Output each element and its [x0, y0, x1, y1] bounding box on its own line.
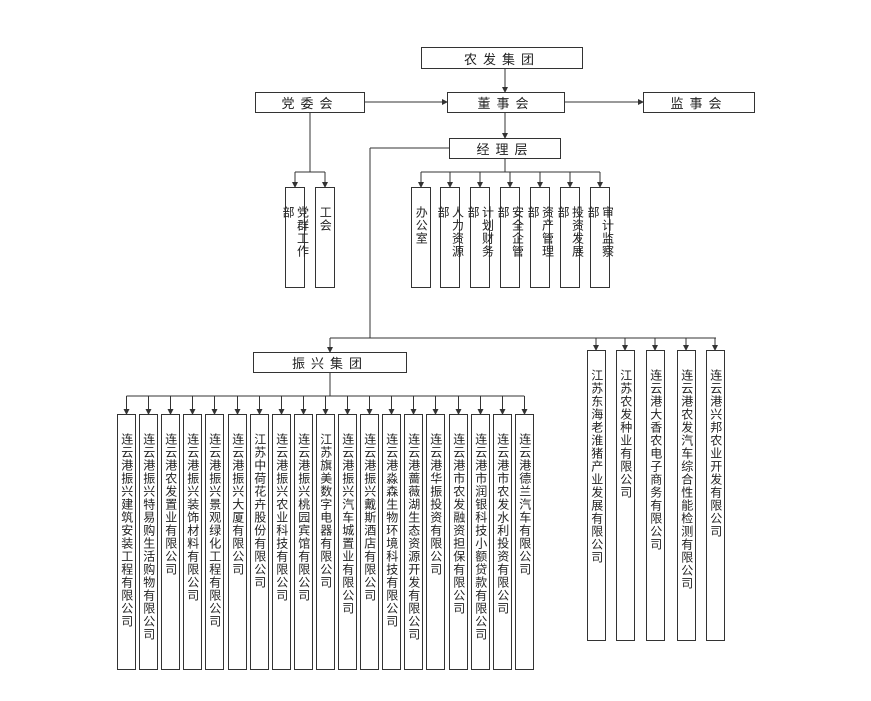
node-department-4: 安全企管部 [496, 187, 525, 288]
node-supervisory-board-label: 监事会 [670, 97, 728, 112]
node-group-company-7: 江苏中荷花卉股份有限公司 [250, 414, 269, 670]
node-group-company-6: 连云港振兴大厦有限公司 [228, 414, 247, 670]
node-group-company-5: 连云港振兴景观绿化工程有限公司 [205, 414, 224, 670]
node-group-company-11: 连云港振兴汽车城置业有限公司 [338, 414, 357, 670]
node-direct-company-3: 连云港大香农电子商务有限公司 [646, 350, 665, 641]
node-group-company-11-label: 连云港振兴汽车城置业有限公司 [340, 433, 355, 615]
node-group-company-13-label: 连云港淼森生物环境科技有限公司 [384, 433, 399, 628]
node-direct-company-2: 江苏农发种业有限公司 [616, 350, 635, 641]
node-group-company-17: 连云港市润银科技小额贷款有限公司 [471, 414, 490, 670]
node-group-company-14: 连云港蔷薇湖生态资源开发有限公司 [404, 414, 423, 670]
node-party-affairs-dept-label: 党群工作部 [281, 206, 310, 258]
node-direct-company-5-label: 连云港兴邦农业开发有限公司 [708, 369, 723, 538]
node-group-company-9-label: 连云港振兴桃园宾馆有限公司 [296, 433, 311, 602]
node-department-7: 审计监察部 [586, 187, 615, 288]
node-management-label: 经理层 [476, 143, 534, 158]
node-group-company-18: 连云港市农发水利投资有限公司 [493, 414, 512, 670]
node-group-company-4: 连云港振兴装饰材料有限公司 [183, 414, 202, 670]
node-board-label: 董事会 [477, 97, 535, 112]
node-direct-company-3-label: 连云港大香农电子商务有限公司 [648, 369, 663, 551]
node-department-6: 投资发展部 [556, 187, 585, 288]
node-group-company-18-label: 连云港市农发水利投资有限公司 [495, 433, 510, 615]
node-labor-union: 工会 [315, 187, 335, 288]
node-group-company-1-label: 连云港振兴建筑安装工程有限公司 [119, 433, 134, 628]
node-group-company-15-label: 连云港华振投资有限公司 [428, 433, 443, 576]
node-group-company-8-label: 连云港振兴农业科技有限公司 [274, 433, 289, 602]
node-group-hq: 农发集团 [421, 47, 583, 69]
node-group-company-15: 连云港华振投资有限公司 [426, 414, 445, 670]
node-department-3: 计划财务部 [466, 187, 495, 288]
node-department-5: 资产管理部 [526, 187, 555, 288]
node-group-company-3-label: 连云港农发置业有限公司 [163, 433, 178, 576]
node-group-company-1: 连云港振兴建筑安装工程有限公司 [117, 414, 136, 670]
node-group-company-2-label: 连云港振兴特易购生活购物有限公司 [141, 433, 156, 641]
node-department-2-label: 人力资源部 [436, 206, 465, 258]
node-supervisory-board: 监事会 [643, 92, 755, 113]
node-group-company-16: 连云港市农发融资担保有限公司 [449, 414, 468, 670]
node-group-company-12: 连云港振兴戴斯酒店有限公司 [360, 414, 379, 670]
node-group-company-10-label: 江苏旗美数字电器有限公司 [318, 433, 333, 589]
node-department-5-label: 资产管理部 [526, 206, 555, 258]
node-department-6-label: 投资发展部 [556, 206, 585, 258]
node-group-hq-label: 农发集团 [463, 52, 540, 68]
connector-lines [123, 69, 718, 415]
node-department-1-label: 办公室 [414, 206, 429, 245]
node-group-company-6-label: 连云港振兴大厦有限公司 [230, 433, 245, 576]
node-zhenxing-group: 振兴集团 [253, 352, 407, 373]
node-group-company-17-label: 连云港市润银科技小额贷款有限公司 [473, 433, 488, 641]
node-group-company-2: 连云港振兴特易购生活购物有限公司 [139, 414, 158, 670]
node-department-3-label: 计划财务部 [466, 206, 495, 258]
node-direct-company-1: 江苏东海老淮猪产业发展有限公司 [587, 350, 606, 641]
node-direct-company-5: 连云港兴邦农业开发有限公司 [706, 350, 725, 641]
node-department-7-label: 审计监察部 [586, 206, 615, 258]
node-zhenxing-group-label: 振兴集团 [291, 357, 368, 372]
node-direct-company-4: 连云港农发汽车综合性能检测有限公司 [677, 350, 696, 641]
node-direct-company-4-label: 连云港农发汽车综合性能检测有限公司 [679, 369, 694, 590]
node-group-company-10: 江苏旗美数字电器有限公司 [316, 414, 335, 670]
node-group-company-8: 连云港振兴农业科技有限公司 [272, 414, 291, 670]
node-group-company-12-label: 连云港振兴戴斯酒店有限公司 [362, 433, 377, 602]
node-department-2: 人力资源部 [436, 187, 465, 288]
node-group-company-14-label: 连云港蔷薇湖生态资源开发有限公司 [406, 433, 421, 641]
node-group-company-19: 连云港德兰汽车有限公司 [515, 414, 534, 670]
node-direct-company-2-label: 江苏农发种业有限公司 [618, 369, 633, 499]
node-group-company-5-label: 连云港振兴景观绿化工程有限公司 [207, 433, 222, 628]
node-group-company-13: 连云港淼森生物环境科技有限公司 [382, 414, 401, 670]
node-group-company-9: 连云港振兴桃园宾馆有限公司 [294, 414, 313, 670]
node-direct-company-1-label: 江苏东海老淮猪产业发展有限公司 [589, 369, 604, 564]
node-group-company-4-label: 连云港振兴装饰材料有限公司 [185, 433, 200, 602]
node-department-4-label: 安全企管部 [496, 206, 525, 258]
node-party-committee-label: 党委会 [281, 97, 339, 112]
node-group-company-3: 连云港农发置业有限公司 [161, 414, 180, 670]
node-party-affairs-dept: 党群工作部 [281, 187, 310, 288]
node-management: 经理层 [449, 138, 561, 159]
node-board: 董事会 [447, 92, 565, 113]
node-department-1: 办公室 [411, 187, 431, 288]
node-group-company-7-label: 江苏中荷花卉股份有限公司 [252, 433, 267, 589]
node-group-company-19-label: 连云港德兰汽车有限公司 [517, 433, 532, 576]
node-party-committee: 党委会 [255, 92, 365, 113]
node-group-company-16-label: 连云港市农发融资担保有限公司 [451, 433, 466, 615]
node-labor-union-label: 工会 [318, 206, 333, 232]
